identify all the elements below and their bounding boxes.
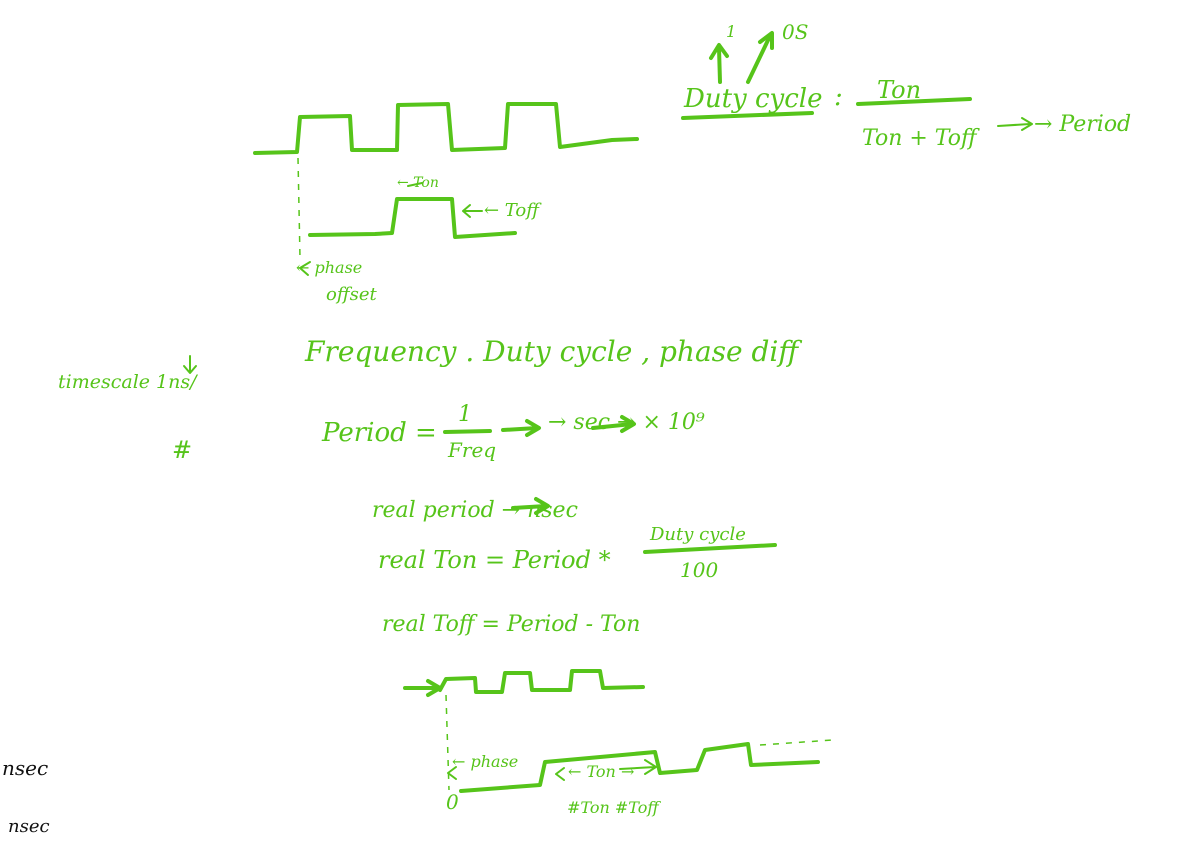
- small-arrow-in: [403, 679, 442, 697]
- frequency-line: Frequency . Duty cycle , phase diff: [305, 335, 799, 368]
- phase-small-arrow: [299, 261, 311, 276]
- duty-underline: [681, 111, 814, 120]
- bottom-phase-label: ← phase: [452, 752, 519, 771]
- lower-phase-guide: [445, 694, 450, 791]
- nsec-note-1: nsec: [2, 756, 49, 780]
- duty-cycle-note: Duty cycle: [684, 84, 823, 114]
- real-period-arrow: [511, 497, 550, 515]
- second-square-wave: [308, 197, 517, 239]
- ton-numerator: Ton: [877, 76, 922, 104]
- period-arrow-2: [591, 415, 636, 433]
- timescale-down-arrow: [183, 355, 197, 374]
- period-label: Period =: [322, 418, 437, 448]
- sec-arrow-note: → sec → × 10⁹: [548, 410, 705, 435]
- bottom-phase-arrow: [447, 766, 457, 780]
- period-label-top: → Period: [1034, 112, 1132, 137]
- top-square-wave: [253, 102, 639, 155]
- hundred-denominator: 100: [680, 558, 719, 582]
- freq-denominator: Freq: [448, 438, 497, 462]
- period-one: 1: [458, 402, 472, 427]
- real-ton-note: real Ton = Period *: [378, 546, 611, 574]
- ton-plus-toff: Ton + Toff: [862, 126, 977, 151]
- hash-note: #: [172, 436, 193, 464]
- nsec-note-2: nsec: [8, 816, 50, 837]
- up-arrow-2: [746, 31, 774, 84]
- bottom-ton-label: ← Ton →: [568, 762, 635, 781]
- duty-fraction-bar: [643, 543, 777, 554]
- real-period-note: real period → nsec: [372, 498, 578, 523]
- offset-label: offset: [326, 284, 377, 305]
- lower-square-wave: [438, 669, 645, 694]
- real-toff-note: real Toff = Period - Ton: [382, 612, 641, 637]
- zero-label: 0: [446, 790, 459, 814]
- ton-small-label: ← Ton: [397, 175, 439, 191]
- period-arrow: [997, 117, 1033, 131]
- toff-small-arrow: [462, 204, 483, 218]
- one-note: 1: [726, 22, 737, 41]
- toff-small-label: ← Toff: [484, 200, 540, 221]
- period-arrow-1: [501, 419, 541, 437]
- hash-ton-toff: #Ton #Toff: [567, 798, 659, 817]
- colon-note: :: [834, 82, 843, 112]
- bottom-square-wave: [459, 742, 820, 793]
- bottom-ton-right-arrow: [619, 759, 657, 775]
- phase-label: ← phase: [296, 258, 363, 277]
- bottom-dashed-extension: [759, 739, 834, 746]
- timescale-note: timescale 1ns/: [58, 371, 197, 393]
- bottom-ton-left-arrow: [555, 767, 565, 781]
- fraction-bar-top: [856, 97, 972, 106]
- ton-small-arrow: [407, 182, 423, 187]
- duty-cycle-numerator: Duty cycle: [650, 524, 746, 545]
- period-fraction-bar: [443, 429, 492, 434]
- up-arrow-1: [709, 43, 729, 84]
- os-note: 0S: [782, 20, 809, 44]
- phase-offset-guide: [297, 157, 301, 259]
